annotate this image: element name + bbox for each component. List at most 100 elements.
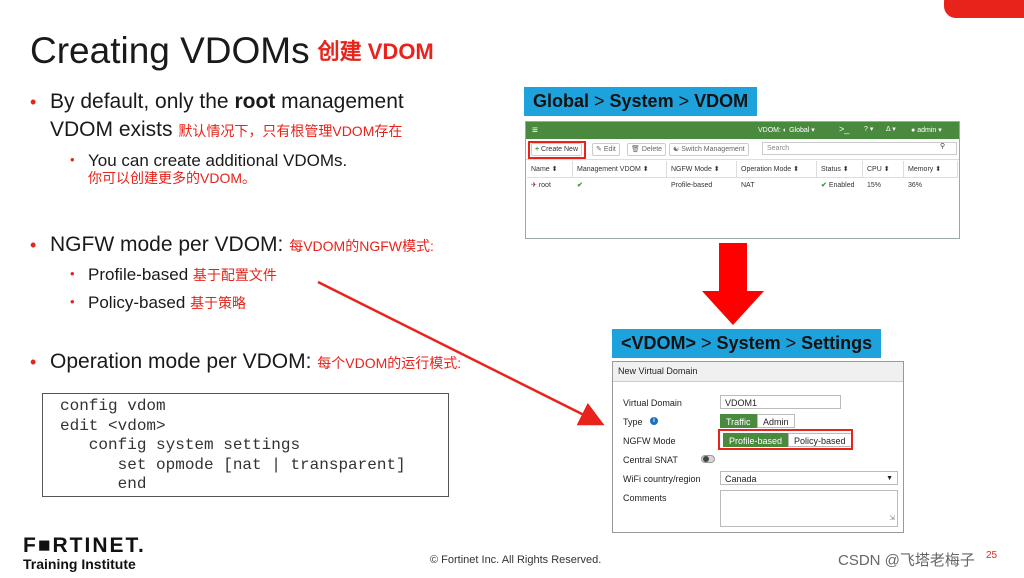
col-header-cpu[interactable]: CPU ⬍ — [863, 161, 904, 178]
ngfw-mode-highlight — [718, 429, 853, 450]
sub2b-cn: 基于策略 — [190, 295, 247, 311]
bullet-dot-icon: • — [30, 235, 37, 255]
sub2a-text: Profile-based — [88, 265, 189, 284]
edit-label: Edit — [603, 146, 616, 153]
cell-status-text: Enabled — [828, 182, 855, 189]
bullet-dot-icon: • — [30, 92, 37, 112]
title-cn: 创建 VDOM — [317, 39, 434, 64]
edit-button[interactable]: ✎ Edit — [592, 143, 620, 156]
ngfw-profile-based-option[interactable]: Profile-based — [723, 433, 789, 447]
label-ngfw-mode: NGFW Mode — [623, 436, 676, 446]
watermark: CSDN @飞塔老梅子 — [838, 552, 975, 569]
cli-code-block: config vdom edit <vdom> config system se… — [42, 393, 449, 497]
central-snat-toggle[interactable] — [701, 455, 715, 463]
down-arrow-icon — [702, 243, 764, 325]
info-icon[interactable]: i — [650, 417, 658, 425]
banner2-part-a: <VDOM> — [621, 333, 697, 353]
help-icon[interactable]: ? ▾ — [864, 126, 874, 133]
sub1-text: You can create additional VDOMs. — [88, 151, 348, 170]
bullet1-cn: 默认情况下，只有根管理VDOM存在 — [178, 123, 403, 139]
vdom-toolbar: + Create New ✎ Edit 🗑 Delete ☯ Switch Ma… — [526, 139, 959, 160]
banner1-part-a: Global — [533, 91, 590, 111]
bullet-ngfw-mode: • NGFW mode per VDOM: 每VDOM的NGFW模式: — [30, 231, 510, 260]
virtual-domain-input[interactable]: VDOM1 — [720, 395, 841, 409]
switch-management-button[interactable]: ☯ Switch Management — [669, 143, 749, 156]
col-header-memory[interactable]: Memory ⬍ — [904, 161, 958, 178]
wifi-country-select[interactable]: Canada ▼ — [720, 471, 898, 485]
label-type: Type — [623, 417, 643, 427]
red-pointer-arrow — [317, 280, 605, 426]
search-input[interactable]: Search — [762, 142, 957, 155]
bullet1-bold: root — [234, 90, 276, 113]
sub2a-cn: 基于配置文件 — [192, 267, 277, 283]
bullet1-text-b: management — [281, 90, 404, 113]
create-new-label: Create New — [541, 146, 579, 153]
sub-bullet-policy: • Policy-based 基于策略 — [70, 292, 247, 314]
bullet2-text: NGFW mode per VDOM: — [50, 233, 284, 256]
banner2-sep: > — [696, 333, 717, 353]
hamburger-menu-icon[interactable]: ≡ — [532, 125, 538, 136]
bullet1-text-a: By default, only the — [50, 90, 229, 113]
bullet-dot-icon: • — [70, 266, 75, 281]
switch-mgmt-label: Switch Management — [681, 146, 745, 153]
admin-user-menu[interactable]: ● admin ▾ — [911, 127, 942, 134]
label-central-snat: Central SNAT — [623, 455, 678, 465]
bullet2-cn: 每VDOM的NGFW模式: — [289, 238, 434, 254]
cell-ngfw-mode: Profile-based — [671, 182, 713, 189]
banner2-part-c: Settings — [801, 333, 873, 353]
bullet3-cn: 每个VDOM的运行模式: — [317, 355, 462, 371]
dialog-title: New Virtual Domain — [613, 362, 903, 382]
bullet-dot-icon: • — [70, 152, 75, 167]
plus-icon: + — [535, 146, 540, 153]
fortinet-logo: F■RTINET. — [23, 534, 146, 557]
col-header-ngfw-mode[interactable]: NGFW Mode ⬍ — [667, 161, 737, 178]
training-institute-label: Training Institute — [23, 556, 136, 572]
banner2-part-b: System — [716, 333, 781, 353]
vdom-selector[interactable]: VDOM: ◐ Global ▾ — [758, 127, 815, 134]
cell-status: ✔ Enabled — [817, 179, 855, 193]
page-number: 25 — [986, 550, 998, 561]
cell-mgmt-check-icon: ✔ — [577, 182, 583, 189]
banner1-part-c: VDOM — [694, 91, 749, 111]
bullet1-text-c: VDOM exists — [50, 118, 173, 141]
wifi-country-value: Canada — [725, 474, 757, 484]
sub2b-text: Policy-based — [88, 293, 186, 312]
bullet-default-vdom: • By default, only the root management V… — [30, 88, 510, 145]
new-virtual-domain-screenshot: New Virtual Domain Virtual Domain VDOM1 … — [612, 361, 904, 533]
delete-button[interactable]: 🗑 Delete — [627, 143, 667, 156]
comments-textarea[interactable]: ⇲ — [720, 490, 898, 527]
notification-bell-icon[interactable]: Δ ▾ — [886, 126, 896, 133]
vdom-icon: ✈ — [531, 182, 537, 189]
fortigate-topbar: ≡ VDOM: ◐ Global ▾ >_ ? ▾ Δ ▾ ● admin ▾ — [526, 122, 959, 139]
resize-handle-icon[interactable]: ⇲ — [889, 515, 895, 522]
search-icon[interactable]: ⚲ — [940, 143, 946, 150]
type-admin-option[interactable]: Admin — [757, 414, 795, 428]
col-header-status[interactable]: Status ⬍ — [817, 161, 863, 178]
cell-name: root — [538, 182, 551, 189]
enabled-check-icon: ✔ — [821, 182, 827, 189]
delete-label: Delete — [641, 146, 663, 153]
cell-cpu: 15% — [867, 182, 882, 189]
banner1-sep: > — [589, 91, 610, 111]
bullet-dot-icon: • — [70, 294, 75, 309]
type-traffic-option[interactable]: Traffic — [720, 414, 757, 428]
col-header-name[interactable]: Name ⬍ — [527, 161, 573, 178]
banner-vdom-system-settings: <VDOM> > System > Settings — [612, 329, 882, 358]
admin-label: admin ▾ — [917, 127, 942, 134]
sub1-cn: 你可以创建更多的VDOM。 — [88, 170, 256, 186]
bullet3-text: Operation mode per VDOM: — [50, 350, 312, 373]
bullet-dot-icon: • — [30, 352, 37, 372]
sub-bullet-additional: • You can create additional VDOMs. 你可以创建… — [70, 150, 488, 193]
corner-accent — [944, 0, 1024, 18]
cli-console-icon[interactable]: >_ — [839, 124, 850, 134]
copyright-notice: © Fortinet Inc. All Rights Reserved. — [430, 554, 602, 566]
table-row[interactable]: ✈ root — [527, 179, 551, 193]
banner1-part-b: System — [609, 91, 674, 111]
col-header-operation-mode[interactable]: Operation Mode ⬍ — [737, 161, 817, 178]
create-new-button[interactable]: + Create New — [531, 143, 583, 156]
cell-operation-mode: NAT — [741, 182, 755, 189]
col-header-mgmt-vdom[interactable]: Management VDOM ⬍ — [573, 161, 667, 178]
dropdown-arrow-icon: ▼ — [886, 475, 893, 482]
